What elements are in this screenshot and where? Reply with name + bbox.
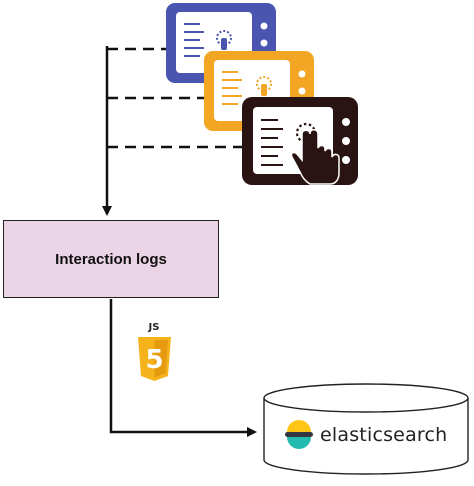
elasticsearch-database-cylinder: [263, 383, 469, 475]
pointing-hand-icon: [290, 122, 340, 185]
elasticsearch-logo-icon: [285, 420, 313, 449]
interaction-logs-box: Interaction logs: [3, 220, 219, 298]
javascript-label: JS: [148, 322, 160, 333]
flow-arrow-to-database: [109, 299, 257, 437]
js-shield-digit: 5: [145, 345, 163, 375]
javascript-shield-icon: 5: [138, 337, 171, 381]
elasticsearch-label: elasticsearch: [320, 424, 448, 446]
